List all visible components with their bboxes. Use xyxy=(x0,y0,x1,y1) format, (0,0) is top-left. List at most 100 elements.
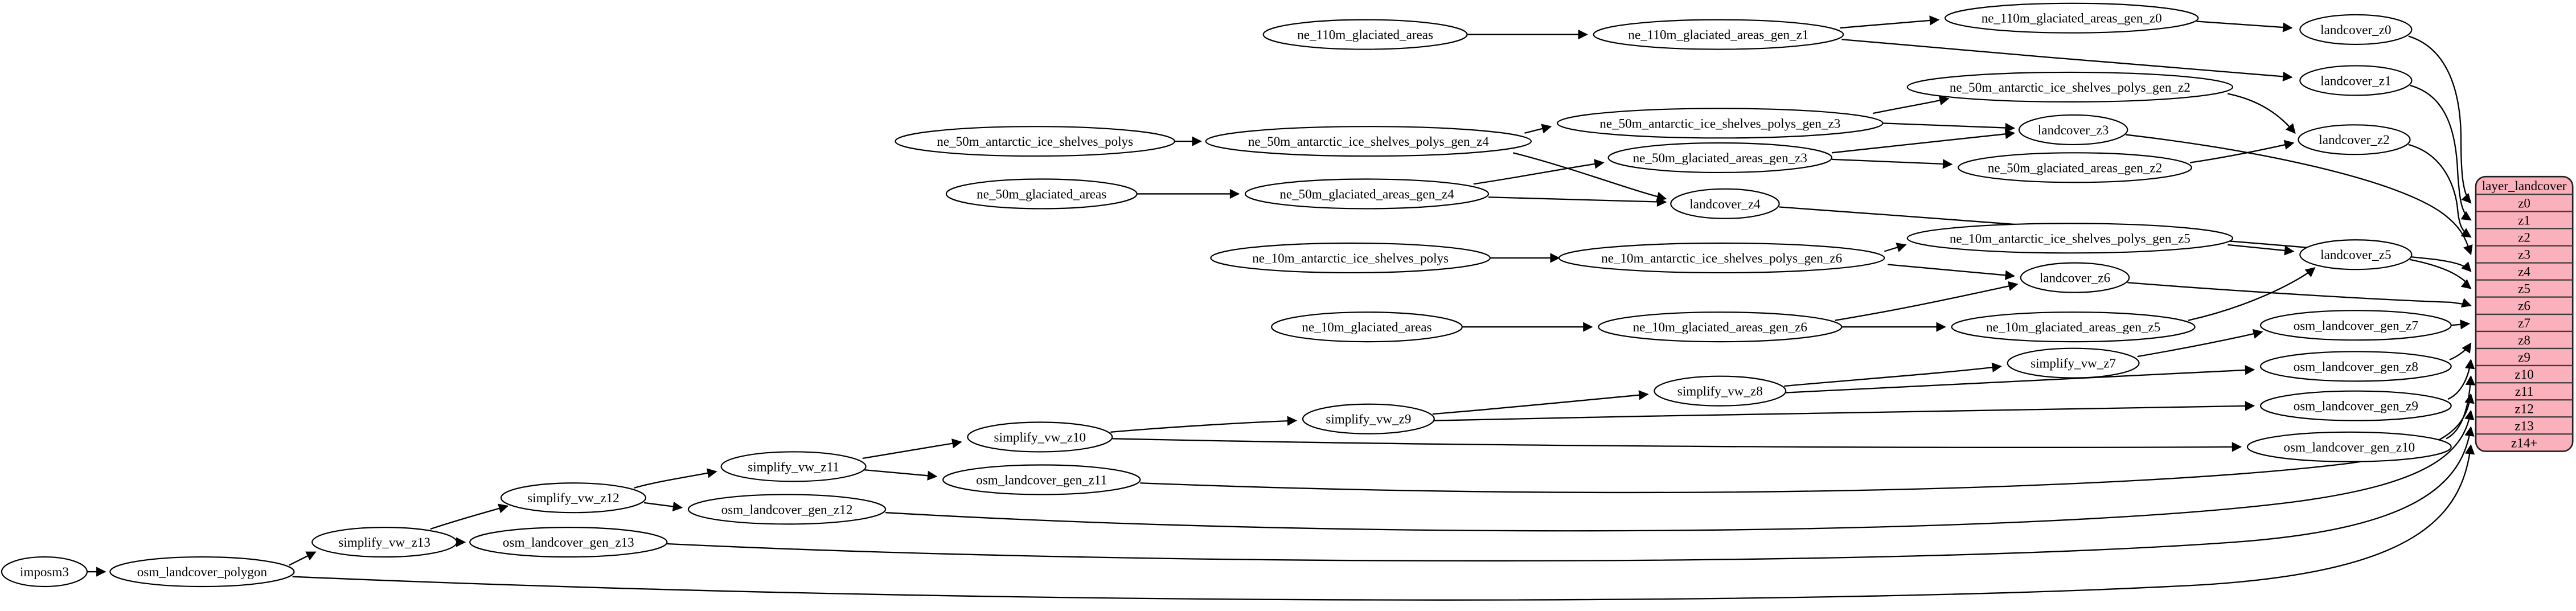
node-label: simplify_vw_z9 xyxy=(1326,412,1411,427)
edge xyxy=(1831,158,1953,169)
table-row-z4: z4 xyxy=(2518,264,2530,279)
node-label: ne_50m_antarctic_ice_shelves_polys xyxy=(937,134,1133,149)
edge xyxy=(1110,416,1298,433)
edge xyxy=(1872,95,1950,114)
node-label: simplify_vw_z11 xyxy=(748,459,839,474)
table-row-z12: z12 xyxy=(2515,401,2533,416)
node-ne-50m-glaciated-areas-gen-z2: ne_50m_glaciated_areas_gen_z2 xyxy=(1958,152,2192,183)
node-label: simplify_vw_z10 xyxy=(994,429,1086,444)
node-label: osm_landcover_polygon xyxy=(137,564,268,579)
node-label: imposm3 xyxy=(20,564,69,579)
edge xyxy=(643,501,683,512)
edge xyxy=(1841,39,2293,82)
node-label: ne_110m_glaciated_areas_gen_z0 xyxy=(1982,11,2162,26)
node-label: simplify_vw_z8 xyxy=(1677,384,1763,399)
node-ne-50m-glaciated-areas-gen-z3: ne_50m_glaciated_areas_gen_z3 xyxy=(1607,142,1833,174)
node-label: ne_10m_antarctic_ice_shelves_polys xyxy=(1252,251,1449,265)
node-imposm3: imposm3 xyxy=(1,556,88,588)
node-label: landcover_z5 xyxy=(2320,247,2391,262)
node-ne-10m-glaciated-areas: ne_10m_glaciated_areas xyxy=(1271,311,1463,343)
node-landcover-z4: landcover_z4 xyxy=(1670,188,1780,219)
layer-landcover-table: layer_landcover z0 z1 z2 z3 z4 z5 z6 z7 … xyxy=(2475,175,2574,452)
node-label: landcover_z1 xyxy=(2320,73,2391,88)
edge xyxy=(2408,35,2472,204)
table-row-z3: z3 xyxy=(2518,247,2530,262)
edge xyxy=(430,503,509,530)
edge xyxy=(1887,264,2015,280)
node-landcover-z1: landcover_z1 xyxy=(2299,65,2413,96)
edge xyxy=(2451,319,2471,330)
node-osm-landcover-polygon: osm_landcover_polygon xyxy=(109,556,295,588)
node-label: landcover_z2 xyxy=(2319,132,2389,147)
edge xyxy=(1779,206,2472,272)
node-ne-110m-glaciated-areas: ne_110m_glaciated_areas xyxy=(1262,19,1468,50)
node-label: ne_50m_glaciated_areas_gen_z3 xyxy=(1633,150,1807,165)
node-label: landcover_z4 xyxy=(1689,196,1761,211)
node-landcover-z0: landcover_z0 xyxy=(2299,14,2413,45)
node-ne-10m-glaciated-areas-gen-z6: ne_10m_glaciated_areas_gen_z6 xyxy=(1598,311,1843,343)
node-ne-10m-antarctic-ice-shelves-polys-gen-z6: ne_10m_antarctic_ice_shelves_polys_gen_z… xyxy=(1558,242,1885,274)
node-ne-50m-antarctic-ice-shelves-polys-gen-z3: ne_50m_antarctic_ice_shelves_polys_gen_z… xyxy=(1557,108,1884,139)
edge xyxy=(634,468,717,489)
node-label: ne_10m_antarctic_ice_shelves_polys_gen_z… xyxy=(1950,231,2191,245)
node-label: ne_50m_antarctic_ice_shelves_polys_gen_z… xyxy=(1248,134,1489,149)
table-row-z0: z0 xyxy=(2518,195,2530,210)
table-row-z11: z11 xyxy=(2515,384,2533,399)
node-landcover-z3: landcover_z3 xyxy=(2018,114,2128,145)
node-osm-landcover-gen-z9: osm_landcover_gen_z9 xyxy=(2259,390,2452,421)
edge xyxy=(2127,282,2472,307)
table-row-z14plus: z14+ xyxy=(2511,435,2537,450)
edges xyxy=(87,15,2476,601)
node-osm-landcover-gen-z11: osm_landcover_gen_z11 xyxy=(942,464,1141,495)
node-label: osm_landcover_gen_z11 xyxy=(976,472,1107,487)
node-label: ne_10m_glaciated_areas_gen_z6 xyxy=(1633,319,1807,334)
node-label: ne_50m_antarctic_ice_shelves_polys_gen_z… xyxy=(1599,116,1840,130)
node-simplify-vw-z11: simplify_vw_z11 xyxy=(720,451,867,482)
node-osm-landcover-gen-z7: osm_landcover_gen_z7 xyxy=(2259,310,2452,341)
table-row-z5: z5 xyxy=(2518,281,2530,296)
edge xyxy=(2189,140,2295,163)
edge xyxy=(292,444,2475,601)
edge xyxy=(1831,129,2015,154)
node-osm-landcover-gen-z13: osm_landcover_gen_z13 xyxy=(469,527,668,558)
node-ne-10m-antarctic-ice-shelves-polys-gen-z5: ne_10m_antarctic_ice_shelves_polys_gen_z… xyxy=(1906,223,2234,254)
node-label: ne_110m_glaciated_areas_gen_z1 xyxy=(1628,27,1808,42)
edge xyxy=(1784,362,2002,387)
node-landcover-z5: landcover_z5 xyxy=(2299,239,2413,270)
edge xyxy=(2228,244,2295,256)
node-label: ne_50m_glaciated_areas_gen_z2 xyxy=(1988,160,2162,175)
node-ne-10m-antarctic-ice-shelves-polys: ne_10m_antarctic_ice_shelves_polys xyxy=(1210,242,1491,274)
edge xyxy=(1882,122,2015,133)
edge xyxy=(1840,15,1940,29)
node-label: ne_10m_antarctic_ice_shelves_polys_gen_z… xyxy=(1601,251,1842,265)
edge xyxy=(289,551,317,566)
edge xyxy=(2228,93,2296,134)
node-simplify-vw-z13: simplify_vw_z13 xyxy=(311,527,458,558)
node-label: ne_50m_glaciated_areas xyxy=(977,186,1106,201)
table-row-z6: z6 xyxy=(2518,298,2530,313)
node-ne-10m-glaciated-areas-gen-z5: ne_10m_glaciated_areas_gen_z5 xyxy=(1951,311,2196,343)
edge xyxy=(2188,267,2316,321)
edge xyxy=(1432,390,1649,415)
node-label: ne_10m_glaciated_areas xyxy=(1302,319,1431,334)
table-row-z9: z9 xyxy=(2518,350,2530,364)
edge xyxy=(862,438,962,460)
node-simplify-vw-z9: simplify_vw_z9 xyxy=(1302,403,1435,434)
edge xyxy=(2137,329,2263,358)
node-landcover-z2: landcover_z2 xyxy=(2298,124,2411,155)
table-row-z10: z10 xyxy=(2515,367,2533,382)
edge xyxy=(885,409,2475,532)
edge xyxy=(2408,143,2472,238)
edge xyxy=(2196,20,2293,32)
edge xyxy=(2410,84,2472,221)
node-simplify-vw-z10: simplify_vw_z10 xyxy=(967,421,1113,453)
edge xyxy=(2449,342,2472,360)
table-row-z8: z8 xyxy=(2518,333,2530,347)
node-simplify-vw-z8: simplify_vw_z8 xyxy=(1654,375,1787,407)
node-osm-landcover-gen-z12: osm_landcover_gen_z12 xyxy=(687,494,887,525)
table-row-z7: z7 xyxy=(2518,315,2530,330)
edge xyxy=(2410,259,2472,289)
edge xyxy=(1835,281,2019,321)
